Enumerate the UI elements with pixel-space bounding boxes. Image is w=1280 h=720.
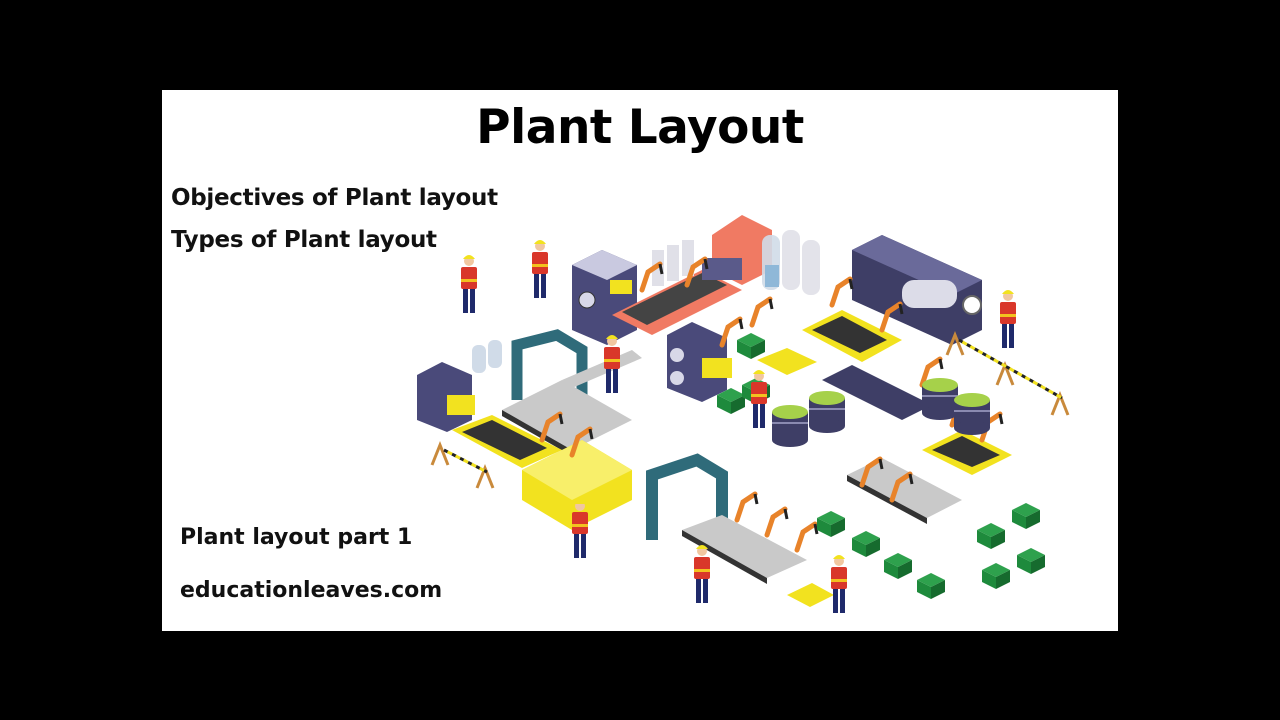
teal-gate-2	[646, 453, 728, 540]
turbine-machine	[852, 235, 982, 345]
yellow-station	[522, 440, 632, 530]
safety-barriers	[430, 333, 1070, 490]
slide-panel: Plant Layout Objectives of Plant layout …	[162, 90, 1118, 631]
slide-title: Plant Layout	[476, 100, 804, 155]
coral-machine	[702, 215, 772, 285]
topic-objectives: Objectives of Plant layout	[171, 185, 498, 211]
yellow-trays-right	[757, 310, 1012, 475]
glass-tanks	[762, 230, 820, 295]
factory-illustration	[417, 215, 1070, 613]
small-tray-bottom	[787, 583, 834, 607]
mid-machine	[667, 322, 732, 402]
topic-types: Types of Plant layout	[171, 227, 437, 253]
teal-gate-1	[511, 329, 588, 410]
part-label: Plant layout part 1	[180, 525, 413, 550]
yellow-tray-left	[452, 415, 562, 468]
left-machine	[417, 340, 502, 432]
conveyor-gray-1	[502, 350, 642, 456]
website-label: educationleaves.com	[180, 578, 443, 603]
conveyor-gray-2	[682, 458, 962, 584]
machine-purple-left	[572, 250, 637, 345]
